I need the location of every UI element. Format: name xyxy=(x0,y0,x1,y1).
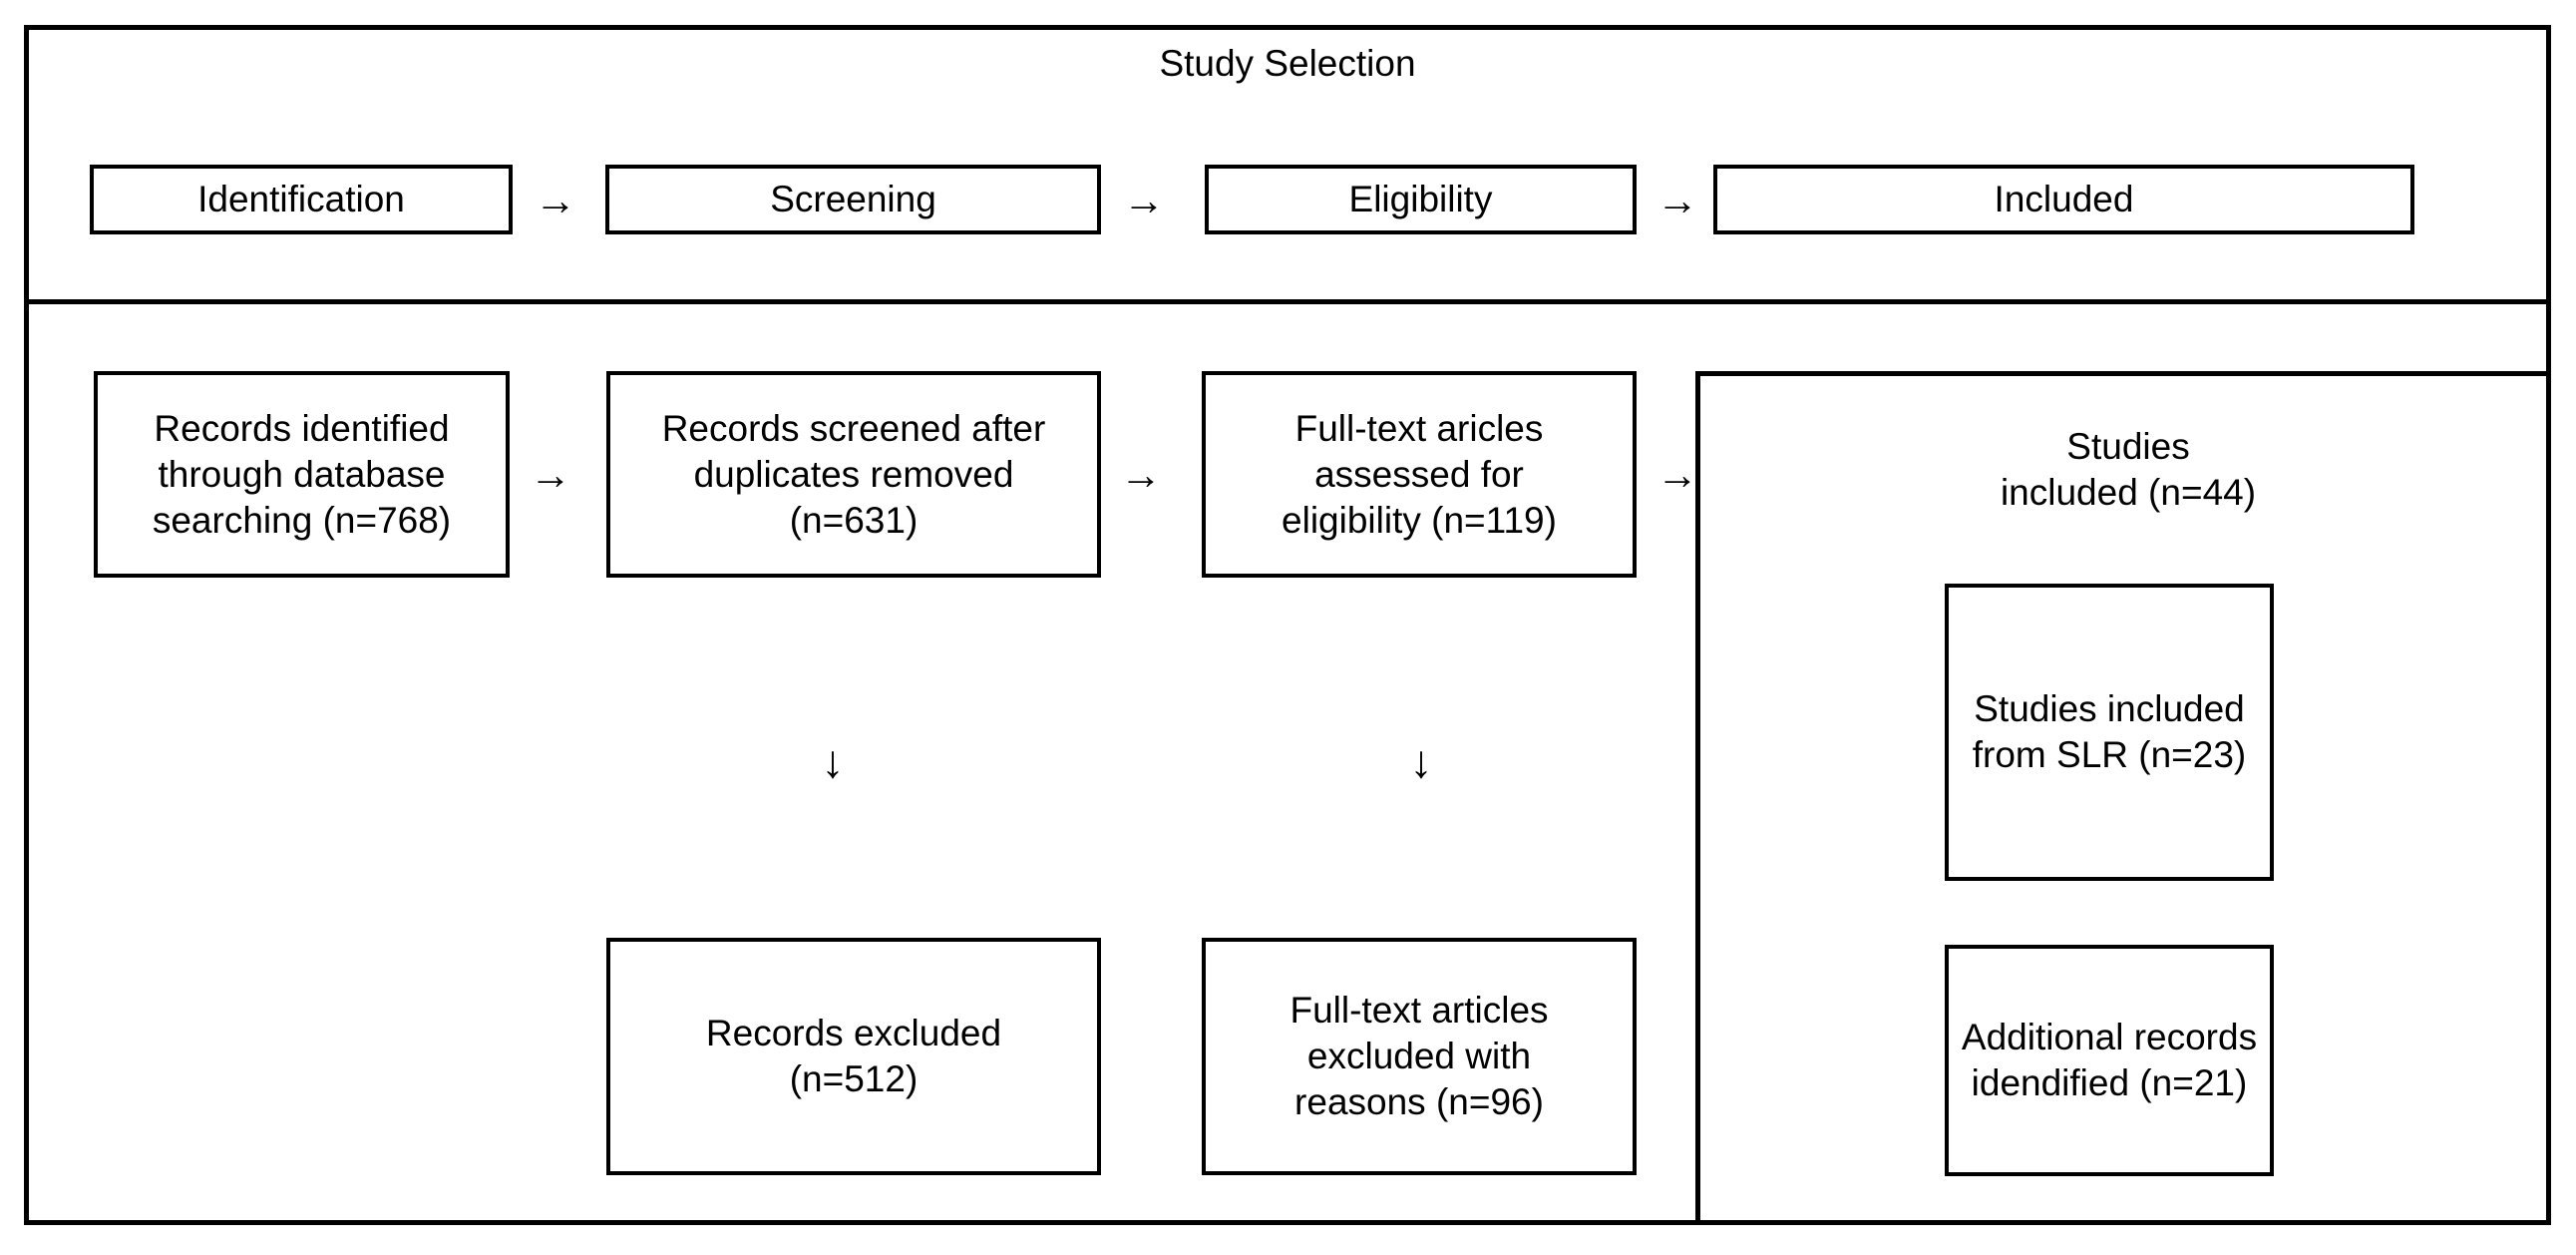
stage-label-eligibility: Eligibility xyxy=(1348,179,1493,219)
flow-label-records-screened: Records screened after duplicates remove… xyxy=(661,407,1046,541)
included-label-studies-from-slr: Studies included from SLR (n=23) xyxy=(1972,688,2247,775)
stage-box-screening: Screening xyxy=(605,165,1101,234)
flow-arrow-down-icon-2: ↓ xyxy=(1409,735,1433,787)
included-label-additional-records: Additional records idendified (n=21) xyxy=(1961,1017,2258,1103)
flow-label-records-excluded: Records excluded (n=512) xyxy=(705,1013,1002,1099)
flow-label-fulltext-assessed: Full-text aricles assessed for eligibili… xyxy=(1282,407,1557,541)
flow-label-records-identified: Records identified through database sear… xyxy=(152,407,452,541)
flow-arrow-down-icon-1: ↓ xyxy=(821,735,845,787)
stage-label-screening: Screening xyxy=(770,179,936,219)
included-panel: Studies included (n=44) Studies included… xyxy=(1695,371,2551,1225)
stage-label-identification: Identification xyxy=(197,179,405,219)
diagram-title: Study Selection xyxy=(1159,43,1416,84)
flow-box-records-identified: Records identified through database sear… xyxy=(94,371,510,578)
stage-box-included: Included xyxy=(1713,165,2414,234)
stage-box-eligibility: Eligibility xyxy=(1205,165,1637,234)
stage-arrow-right-icon-3: → xyxy=(1656,177,1698,223)
stage-header-divider xyxy=(24,299,2551,304)
flow-label-fulltext-excluded: Full-text articles excluded with reasons… xyxy=(1289,990,1549,1122)
stage-label-included: Included xyxy=(1994,179,2134,219)
flow-box-records-screened: Records screened after duplicates remove… xyxy=(606,371,1101,578)
included-box-studies-from-slr: Studies included from SLR (n=23) xyxy=(1945,584,2274,881)
stage-arrow-right-icon-2: → xyxy=(1123,177,1165,223)
flow-box-fulltext-assessed: Full-text aricles assessed for eligibili… xyxy=(1202,371,1637,578)
included-box-additional-records: Additional records idendified (n=21) xyxy=(1945,945,2274,1176)
flow-box-fulltext-excluded: Full-text articles excluded with reasons… xyxy=(1202,938,1637,1175)
flow-arrow-right-icon-3: → xyxy=(1656,451,1698,498)
included-summary-label: Studies included (n=44) xyxy=(2000,426,2257,513)
stage-box-identification: Identification xyxy=(90,165,513,234)
stage-arrow-right-icon-1: → xyxy=(535,177,576,223)
flow-arrow-right-icon-2: → xyxy=(1120,451,1162,498)
flow-arrow-right-icon-1: → xyxy=(530,451,571,498)
flow-box-records-excluded: Records excluded (n=512) xyxy=(606,938,1101,1175)
